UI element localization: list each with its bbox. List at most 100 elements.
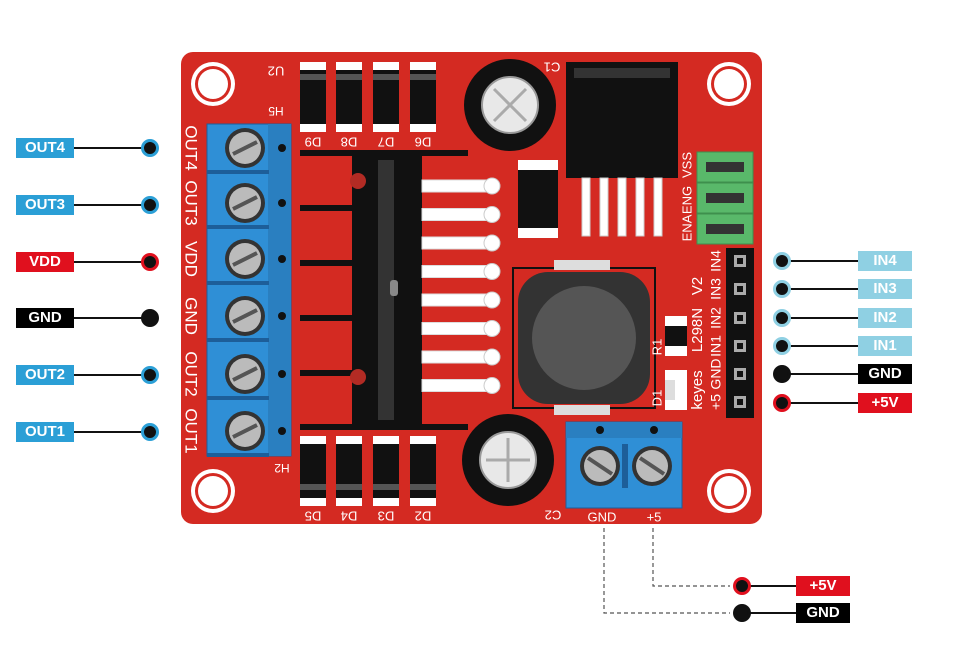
header-pin[interactable] — [734, 396, 746, 408]
header-silk-label: IN4 — [708, 250, 724, 272]
diode-label: D6 — [415, 135, 432, 150]
connector-line — [74, 374, 150, 376]
header-silk-label: IN2 — [708, 307, 724, 329]
heatsink — [300, 150, 468, 430]
left-terminal-silk-label: OUT1 — [182, 408, 201, 453]
chip-pin — [421, 177, 501, 195]
header-pin[interactable] — [734, 340, 746, 352]
pin-dot — [141, 139, 159, 157]
left-terminal-screw — [207, 354, 286, 400]
pin-dot — [733, 604, 751, 622]
header-pin[interactable] — [734, 255, 746, 267]
mounting-hole-bottom-left — [191, 469, 235, 513]
pin-dot — [141, 253, 159, 271]
right-label-in3: IN3 — [858, 279, 912, 299]
left-label-vdd: VDD — [16, 252, 74, 272]
chip-pin — [421, 320, 501, 337]
diode: D9 — [300, 62, 326, 150]
inductor — [512, 260, 656, 415]
connector-line — [782, 402, 858, 404]
silk-h2: H2 — [274, 461, 290, 475]
silk-chip-name: L298N — [689, 308, 706, 352]
left-terminal-screw — [207, 128, 286, 174]
left-terminal-silk-label: GND — [182, 297, 201, 335]
bottom-label-gnd: GND — [796, 603, 850, 623]
silk-r1: R1 — [649, 339, 664, 356]
connector-line — [782, 260, 858, 262]
power-terminal-block — [565, 421, 683, 509]
jumper[interactable] — [696, 151, 754, 183]
jumper-silk-label: VSS — [679, 152, 694, 178]
left-label-out3: OUT3 — [16, 195, 74, 215]
right-label-in2: IN2 — [858, 308, 912, 328]
jumper[interactable] — [696, 213, 754, 245]
mounting-hole-top-left — [191, 62, 235, 106]
connector-line — [782, 345, 858, 347]
diode-label: D5 — [305, 509, 322, 524]
pin-dot — [773, 309, 791, 327]
connector-line — [742, 585, 796, 587]
left-terminal-silk-label: OUT2 — [182, 351, 201, 396]
pin-dot — [773, 280, 791, 298]
diode: D2 — [410, 436, 436, 524]
pin-dot — [141, 309, 159, 327]
connector-line — [74, 147, 150, 149]
left-terminal-silk-label: OUT4 — [182, 125, 201, 170]
left-terminal-screw — [207, 296, 286, 342]
pin-dot — [141, 196, 159, 214]
connector-line — [74, 204, 150, 206]
header-silk-label: GND — [708, 358, 724, 389]
silk-c2: C2 — [545, 508, 562, 523]
silk-brand: keyes — [689, 370, 706, 409]
left-terminal-screw — [207, 411, 286, 457]
header-pin[interactable] — [734, 283, 746, 295]
bottom-label-plus5v: +5V — [796, 576, 850, 596]
jumper-silk-label: ENG — [679, 186, 694, 214]
smd-diode — [518, 160, 558, 238]
screw-gnd — [580, 446, 620, 486]
diode-label: D8 — [341, 135, 358, 150]
chip-pin — [421, 263, 501, 280]
connector-line — [74, 431, 150, 433]
silk-u2: U2 — [268, 64, 285, 79]
connector-line — [74, 317, 150, 319]
right-label-gnd: GND — [858, 364, 912, 384]
jumper[interactable] — [696, 182, 754, 214]
pin-dot — [733, 577, 751, 595]
chip-pin — [421, 377, 501, 394]
led-d1 — [665, 370, 687, 410]
silk-terminal-5v: +5 — [647, 509, 662, 524]
capacitor-c2 — [462, 414, 554, 506]
right-label-plus5v: +5V — [858, 393, 912, 413]
silk-d1: D1 — [649, 390, 664, 407]
diode: D3 — [373, 436, 399, 524]
jumper-silk-label: ENA — [679, 214, 694, 241]
connector-line — [742, 612, 796, 614]
header-silk-label: IN1 — [708, 335, 724, 357]
pin-dot — [141, 423, 159, 441]
diode-label: D2 — [415, 509, 432, 524]
diode: D8 — [336, 62, 362, 150]
pin-dot — [773, 337, 791, 355]
connector-line — [782, 317, 858, 319]
diode: D6 — [410, 62, 436, 150]
diode: D5 — [300, 436, 326, 524]
connector-line — [74, 261, 150, 263]
connector-line — [782, 288, 858, 290]
pin-dot — [141, 366, 159, 384]
silk-version: V2 — [689, 277, 706, 295]
left-label-out1: OUT1 — [16, 422, 74, 442]
header-pin[interactable] — [734, 368, 746, 380]
resistor-r1 — [665, 316, 687, 356]
chip-pin — [421, 206, 501, 223]
diode: D4 — [336, 436, 362, 524]
header-silk-label: IN3 — [708, 278, 724, 300]
chip-pin — [421, 348, 501, 366]
header-pin[interactable] — [734, 312, 746, 324]
right-label-in4: IN4 — [858, 251, 912, 271]
diode-label: D7 — [378, 135, 395, 150]
diode-label: D9 — [305, 135, 322, 150]
left-terminal-screw — [207, 239, 286, 285]
bottom-leader-lines — [603, 528, 730, 614]
